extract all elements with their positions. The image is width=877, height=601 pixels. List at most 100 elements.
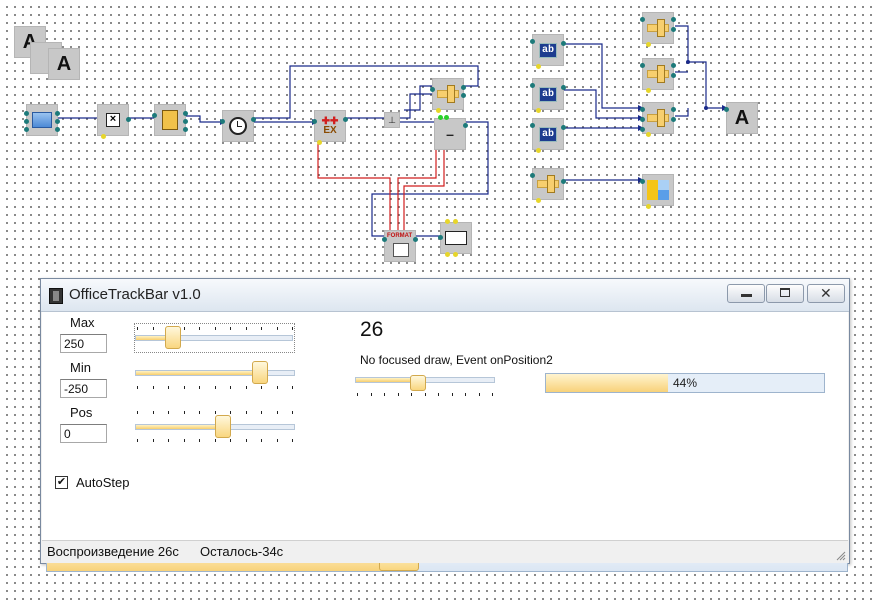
slider-icon bbox=[647, 63, 669, 85]
tick-mark bbox=[261, 439, 262, 442]
progress-text: 44% bbox=[673, 376, 698, 390]
close-button[interactable]: ✕ bbox=[807, 284, 845, 303]
tick-mark bbox=[137, 439, 138, 442]
label-node-icon[interactable] bbox=[438, 219, 472, 257]
edit-box-icon: ab bbox=[537, 83, 559, 105]
max-label: Max bbox=[70, 315, 95, 330]
pos-trackbar-thumb[interactable] bbox=[215, 415, 231, 438]
ex-icon: ✚✚EX bbox=[321, 116, 339, 136]
tick-mark bbox=[292, 386, 293, 389]
pos-ticks-bottom bbox=[137, 439, 293, 442]
tick-mark bbox=[153, 327, 154, 330]
min-trackbar-thumb[interactable] bbox=[251, 361, 268, 384]
event-description: No focused draw, Event onPosition2 bbox=[360, 353, 553, 367]
maximize-button[interactable] bbox=[766, 284, 804, 303]
trackbar-node-icon-3[interactable] bbox=[640, 58, 676, 93]
window-content: Max Min Pos 26 No focused draw, Event on… bbox=[42, 312, 848, 572]
tick-mark bbox=[411, 393, 412, 396]
max-trackbar[interactable] bbox=[135, 335, 293, 341]
office-trackbar-window: OfficeTrackBar v1.0 ✕ Max Min Pos bbox=[40, 278, 850, 572]
min-label: Min bbox=[70, 360, 91, 375]
color-node-icon[interactable] bbox=[640, 174, 674, 209]
title-bar[interactable]: OfficeTrackBar v1.0 ✕ bbox=[41, 279, 849, 312]
close-node-icon[interactable]: × bbox=[97, 104, 131, 139]
timer-node-icon[interactable] bbox=[220, 110, 256, 142]
edit-node-icon-2[interactable]: ab bbox=[530, 78, 566, 113]
tick-mark bbox=[215, 386, 216, 389]
edit-node-icon-3[interactable]: ab bbox=[530, 118, 566, 153]
autostep-checkbox[interactable]: ✔ bbox=[55, 476, 68, 489]
text-node-icon-4[interactable]: A bbox=[724, 102, 758, 134]
trackbar-node-icon-1[interactable] bbox=[430, 78, 466, 113]
tick-mark bbox=[246, 327, 247, 330]
tick-mark bbox=[153, 439, 154, 442]
event-trackbar-thumb[interactable] bbox=[410, 375, 426, 391]
tick-mark bbox=[215, 439, 216, 442]
resize-grip-icon[interactable] bbox=[834, 549, 846, 561]
position-value: 26 bbox=[360, 318, 384, 341]
tick-mark bbox=[199, 439, 200, 442]
tick-mark bbox=[230, 327, 231, 330]
tick-mark bbox=[137, 411, 138, 414]
clock-icon bbox=[227, 115, 249, 137]
trackbar-node-icon-2[interactable] bbox=[640, 12, 676, 47]
textbox-icon bbox=[445, 227, 467, 249]
tick-mark bbox=[425, 393, 426, 396]
letter-a-icon: A bbox=[734, 106, 750, 129]
autostep-label: AutoStep bbox=[76, 475, 130, 490]
maximize-icon bbox=[780, 288, 790, 297]
max-input[interactable] bbox=[60, 334, 107, 353]
tick-mark bbox=[153, 411, 154, 414]
tick-mark bbox=[230, 411, 231, 414]
tick-mark bbox=[137, 386, 138, 389]
minimize-button[interactable] bbox=[727, 284, 765, 303]
max-trackbar-thumb[interactable] bbox=[164, 326, 181, 349]
max-ticks-top bbox=[137, 327, 293, 330]
min-input[interactable] bbox=[60, 379, 107, 398]
tick-mark bbox=[215, 411, 216, 414]
slider-icon bbox=[537, 173, 559, 195]
form-node-icon[interactable] bbox=[24, 104, 60, 136]
min-ticks-bottom bbox=[137, 386, 293, 389]
branch-icon: ⊥ bbox=[388, 114, 396, 125]
tick-mark bbox=[215, 327, 216, 330]
edit-box-icon: ab bbox=[537, 39, 559, 61]
edit-node-icon-1[interactable]: ab bbox=[530, 34, 566, 69]
tick-mark bbox=[384, 393, 385, 396]
list-icon bbox=[159, 109, 181, 131]
app-icon bbox=[49, 288, 63, 304]
minus-icon: – bbox=[446, 126, 454, 142]
minus-node-icon[interactable]: – bbox=[434, 115, 468, 150]
small-node-icon[interactable]: ⊥ bbox=[384, 112, 400, 128]
tick-mark bbox=[371, 393, 372, 396]
tick-mark bbox=[452, 393, 453, 396]
tick-mark bbox=[492, 393, 493, 396]
list-node-icon[interactable] bbox=[152, 104, 188, 136]
tick-mark bbox=[277, 439, 278, 442]
tick-mark bbox=[168, 411, 169, 414]
tick-mark bbox=[230, 386, 231, 389]
tick-mark bbox=[261, 411, 262, 414]
tick-mark bbox=[277, 411, 278, 414]
format-label: FORMAT bbox=[387, 233, 413, 239]
min-trackbar[interactable] bbox=[135, 370, 295, 376]
tick-mark bbox=[438, 393, 439, 396]
tick-mark bbox=[357, 393, 358, 396]
tick-mark bbox=[465, 393, 466, 396]
pos-input[interactable] bbox=[60, 424, 107, 443]
format-node-icon[interactable]: FORMAT bbox=[382, 230, 418, 262]
text-node-icon-3[interactable]: A bbox=[48, 48, 80, 80]
status-bar: Воспроизведение 26с Осталось-34с bbox=[42, 540, 848, 563]
trackbar-node-icon-4[interactable] bbox=[640, 102, 676, 137]
tick-mark bbox=[246, 386, 247, 389]
tick-mark bbox=[168, 439, 169, 442]
letter-a-icon: A bbox=[56, 52, 72, 75]
tick-mark bbox=[398, 393, 399, 396]
tick-mark bbox=[184, 327, 185, 330]
ex-node-icon[interactable]: ✚✚EX bbox=[312, 110, 348, 145]
tick-mark bbox=[277, 327, 278, 330]
tick-mark bbox=[261, 386, 262, 389]
window-title: OfficeTrackBar v1.0 bbox=[69, 286, 201, 303]
trackbar-node-icon-5[interactable] bbox=[530, 168, 566, 203]
